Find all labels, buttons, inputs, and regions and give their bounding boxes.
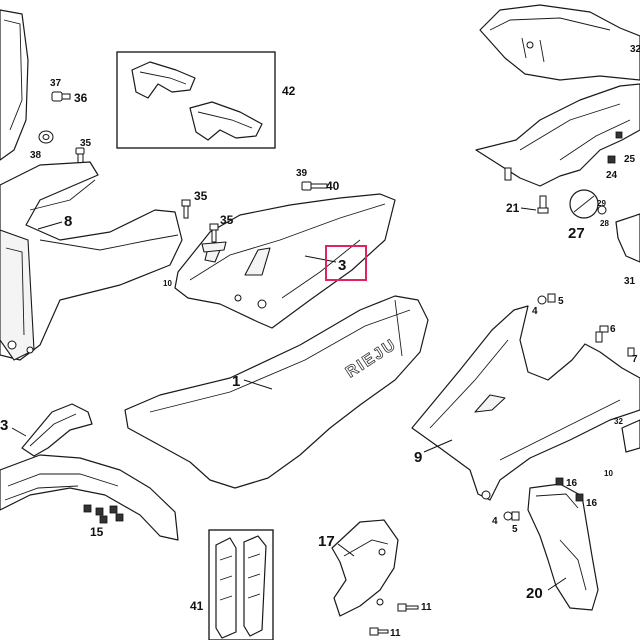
bolt-25[interactable] xyxy=(615,131,623,139)
label-10-left[interactable]: 10 xyxy=(163,279,172,288)
label-11-lower[interactable]: 11 xyxy=(390,628,401,639)
label-9[interactable]: 9 xyxy=(414,449,422,466)
label-37[interactable]: 37 xyxy=(50,78,62,89)
bolt-21b[interactable] xyxy=(504,167,512,181)
highlight-box-3 xyxy=(325,245,367,281)
fender-bracket-3[interactable] xyxy=(21,403,93,457)
bolt-4-5-upper[interactable] xyxy=(537,293,556,305)
label-41[interactable]: 41 xyxy=(190,599,204,613)
label-29[interactable]: 29 xyxy=(597,199,606,208)
label-5-upper[interactable]: 5 xyxy=(558,296,564,307)
label-3[interactable]: 3 xyxy=(338,257,346,274)
bolt-24[interactable] xyxy=(607,155,616,164)
label-28[interactable]: 28 xyxy=(600,219,609,228)
label-3b[interactable]: 3 xyxy=(0,417,8,434)
label-35-left[interactable]: 35 xyxy=(80,138,92,149)
bolt-11-upper[interactable] xyxy=(397,603,419,612)
label-40[interactable]: 40 xyxy=(326,179,340,193)
bracket-32[interactable] xyxy=(621,419,640,453)
washer-38[interactable] xyxy=(38,130,54,144)
label-25[interactable]: 25 xyxy=(624,154,636,165)
bolt-35-lower[interactable] xyxy=(201,223,227,253)
screw-39-40[interactable] xyxy=(301,181,328,191)
label-21[interactable]: 21 xyxy=(506,201,520,215)
label-15[interactable]: 15 xyxy=(90,525,104,539)
label-35-lower[interactable]: 35 xyxy=(220,213,234,227)
reflector-27[interactable] xyxy=(569,189,599,219)
bolt-36-37[interactable] xyxy=(51,91,71,102)
fuel-tank[interactable] xyxy=(479,4,640,81)
chain-guard-17[interactable] xyxy=(331,519,399,617)
bolt-35-mid[interactable] xyxy=(181,199,191,219)
side-panel-3[interactable] xyxy=(174,193,396,329)
label-42[interactable]: 42 xyxy=(282,84,296,98)
label-4-lower[interactable]: 4 xyxy=(492,516,498,527)
hand-guards[interactable] xyxy=(131,61,263,141)
bolts-15[interactable] xyxy=(83,504,124,524)
label-24[interactable]: 24 xyxy=(606,170,618,181)
leader-3b xyxy=(11,427,27,437)
leader-8 xyxy=(37,221,63,230)
label-36[interactable]: 36 xyxy=(74,91,88,105)
bolt-6[interactable] xyxy=(595,325,609,343)
bolt-4-5-lower[interactable] xyxy=(503,511,520,521)
label-11-upper[interactable]: 11 xyxy=(421,602,432,613)
label-1[interactable]: 1 xyxy=(232,373,240,390)
label-16-upper[interactable]: 16 xyxy=(566,478,578,489)
nut-28-29[interactable] xyxy=(597,205,607,215)
bolt-35-left[interactable] xyxy=(75,147,85,165)
label-7[interactable]: 7 xyxy=(632,354,638,365)
radiator-shroud-left[interactable] xyxy=(0,161,183,361)
callout-box-42 xyxy=(116,51,276,149)
headlight-fairing[interactable] xyxy=(0,9,29,161)
right-side-panel-9[interactable] xyxy=(411,305,640,501)
label-39[interactable]: 39 xyxy=(296,168,308,179)
label-4-upper[interactable]: 4 xyxy=(532,306,538,317)
label-35-mid[interactable]: 35 xyxy=(194,189,208,203)
label-27[interactable]: 27 xyxy=(568,225,585,242)
bolt-11-lower[interactable] xyxy=(369,627,389,636)
label-5-lower[interactable]: 5 xyxy=(512,524,518,535)
fork-guards[interactable] xyxy=(215,535,267,639)
bolt-7[interactable] xyxy=(627,347,635,357)
seat-1[interactable]: RIEJU xyxy=(124,295,429,489)
label-38[interactable]: 38 xyxy=(30,150,42,161)
leader-9 xyxy=(423,439,453,453)
bolt-16[interactable] xyxy=(555,477,584,502)
front-fender[interactable] xyxy=(0,454,179,541)
label-20[interactable]: 20 xyxy=(526,585,543,602)
bolt-21[interactable] xyxy=(537,195,549,214)
label-32-lower[interactable]: 32 xyxy=(614,417,623,426)
label-6[interactable]: 6 xyxy=(610,324,616,335)
callout-box-41 xyxy=(208,529,274,640)
label-32-upper[interactable]: 32 xyxy=(630,44,640,55)
label-17[interactable]: 17 xyxy=(318,533,335,550)
label-10-right[interactable]: 10 xyxy=(604,469,613,478)
rear-fender[interactable] xyxy=(475,83,640,187)
leader-1 xyxy=(243,379,273,390)
label-8[interactable]: 8 xyxy=(64,213,72,230)
tail-light-31[interactable] xyxy=(615,213,640,263)
leader-3 xyxy=(304,255,337,263)
label-16-lower[interactable]: 16 xyxy=(586,498,598,509)
leader-17 xyxy=(337,543,355,557)
label-31[interactable]: 31 xyxy=(624,276,636,287)
leader-21 xyxy=(520,207,537,211)
leader-20 xyxy=(547,577,567,591)
